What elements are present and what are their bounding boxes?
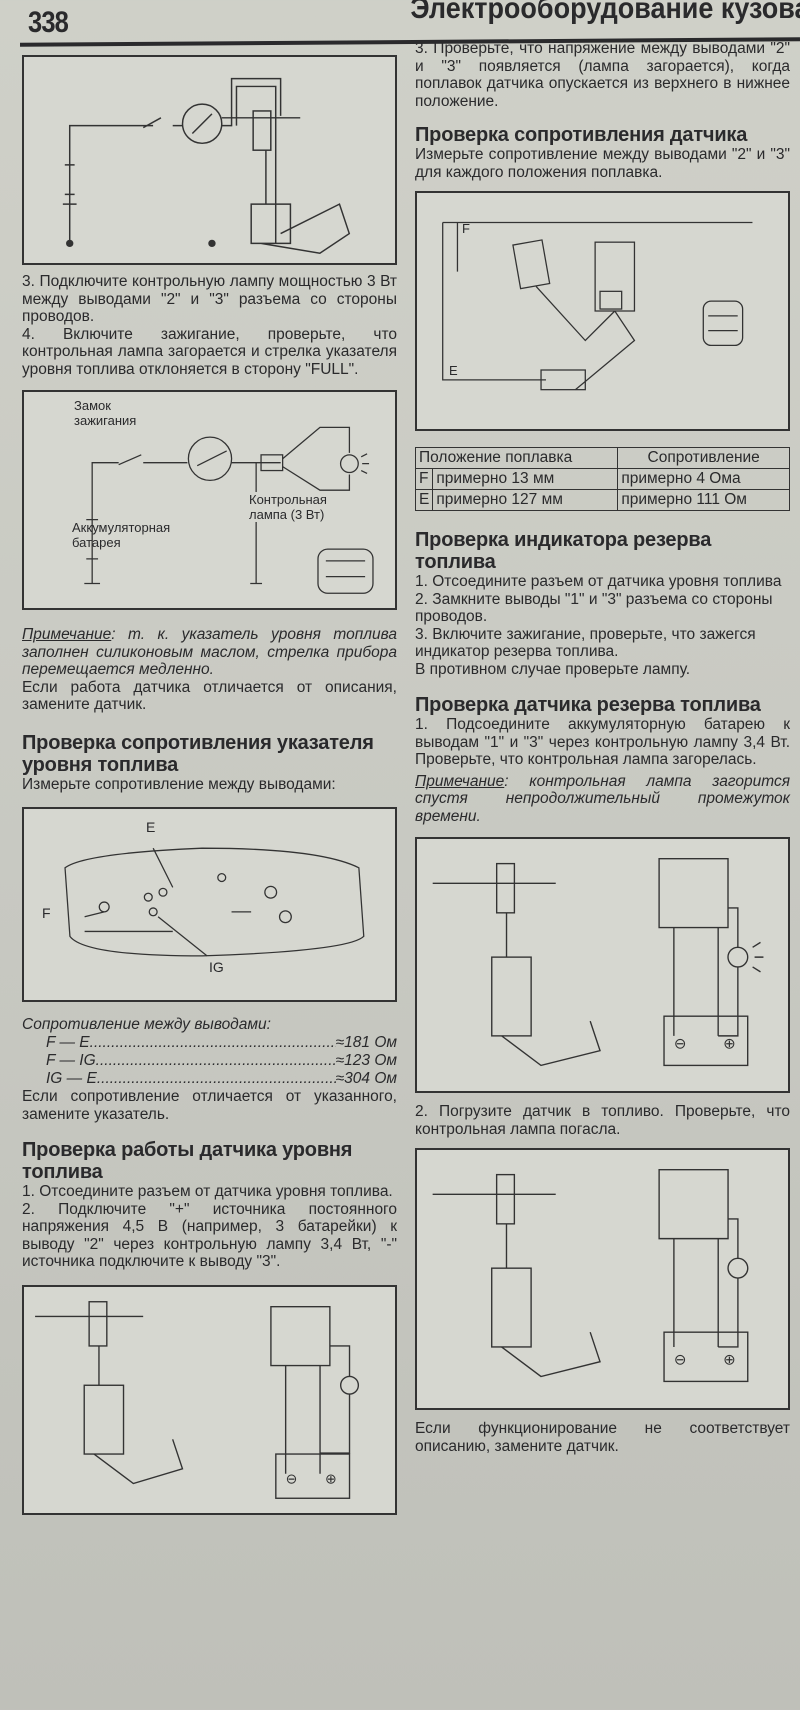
res-after-text: Если сопротивление отличается от указанн… bbox=[22, 1088, 397, 1123]
ind-step-3: 3. Включите зажигание, проверьте, что за… bbox=[415, 625, 756, 661]
ignition-lamp-diagram: Замок зажигания Аккумуляторная батарея К… bbox=[22, 390, 397, 610]
table-cell: примерно 13 мм bbox=[432, 468, 619, 490]
table-cell: примерно 127 мм bbox=[432, 489, 619, 511]
terminal-pair: F — E bbox=[46, 1034, 90, 1051]
step-4-text: 4. Включите зажигание, проверьте, что ко… bbox=[22, 325, 397, 378]
svg-text:⊖: ⊖ bbox=[286, 1471, 298, 1486]
heading-sensor-operation: Проверка работы датчика уровня топлива bbox=[22, 1139, 353, 1183]
resistance-value: ≈304 Ом bbox=[335, 1070, 397, 1087]
heading-reserve-indicator: Проверка индикатора резерва топлива bbox=[415, 529, 712, 573]
resistance-title: Сопротивление между выводами: bbox=[22, 1016, 271, 1033]
reserve-sensor-diagram-2: ⊖⊕ bbox=[415, 1148, 790, 1410]
note-label: Примечание bbox=[22, 626, 112, 643]
note-body: : контрольная лампа загорится спустя неп… bbox=[415, 772, 790, 825]
resistance-list: Сопротивление между выводами: F — E.....… bbox=[22, 1016, 397, 1088]
resistance-value: ≈181 Ом bbox=[335, 1034, 397, 1051]
svg-text:⊖: ⊖ bbox=[674, 1037, 686, 1053]
terminal-ig-label: IG bbox=[209, 959, 224, 975]
note-body: : т. к. указатель уровня топлива заполне… bbox=[22, 626, 397, 678]
res-step-2: 2. Погрузите датчик в топливо. Проверьте… bbox=[415, 1103, 790, 1138]
header-cell: Сопротивление bbox=[617, 447, 790, 469]
gauge-text: Измерьте сопротивление между выводами: bbox=[22, 775, 336, 793]
table-cell: E bbox=[414, 489, 434, 511]
note-after-text: Если работа датчика отличается от описан… bbox=[22, 678, 397, 714]
ind-step-1: 1. Отсоедините разъем от датчика уровня … bbox=[415, 573, 782, 590]
resistance-row: IG — E..................................… bbox=[46, 1070, 397, 1087]
sensor-circuit-diagram bbox=[22, 55, 397, 265]
final-text: Если функционирование не соответствует о… bbox=[415, 1420, 790, 1455]
battery-label: Аккумуляторная батарея bbox=[72, 520, 171, 550]
section-title: Электрооборудование кузова bbox=[410, 0, 800, 25]
terminal-f-label: F bbox=[42, 905, 51, 921]
float-position-diagram: F E bbox=[415, 191, 790, 431]
ignition-switch-label: Замок зажигания bbox=[74, 398, 137, 428]
note-label: Примечание bbox=[415, 772, 505, 790]
header-cell: Положение поплавка bbox=[414, 447, 619, 469]
terminal-pair: F — IG bbox=[46, 1052, 96, 1069]
ind-step-2: 2. Замкните выводы "1" и "3" разъема со … bbox=[415, 590, 773, 626]
right-note: Примечание: контрольная лампа загорится … bbox=[415, 773, 790, 826]
terminal-pair: IG — E bbox=[46, 1070, 97, 1087]
res-step-1: 1. Подсоедините аккумуляторную батарею к… bbox=[415, 716, 790, 768]
resist-text: Измерьте сопротивление между выводами "2… bbox=[415, 146, 790, 181]
instrument-cluster-diagram: E F IG bbox=[22, 807, 397, 1002]
svg-text:⊖: ⊖ bbox=[674, 1353, 686, 1369]
terminal-e-label: E bbox=[146, 819, 156, 835]
ind-step-4: В противном случае проверьте лампу. bbox=[415, 660, 691, 678]
sensor-battery-lamp-diagram-1: ⊖⊕ bbox=[22, 1284, 397, 1515]
op-step-1: 1. Отсоедините разъем от датчика уровня … bbox=[22, 1183, 393, 1200]
table-cell: примерно 4 Ома bbox=[617, 468, 790, 490]
float-f-label: F bbox=[462, 221, 470, 236]
heading-gauge-resistance: Проверка сопротивления указателя уровня … bbox=[22, 731, 374, 776]
resistance-row: F — IG..................................… bbox=[46, 1052, 397, 1069]
op-step-2: 2. Подключите "+" источника постоянного … bbox=[22, 1200, 397, 1271]
float-e-label: E bbox=[449, 363, 458, 378]
page-number: 338 bbox=[28, 6, 69, 39]
heading-reserve-sensor: Проверка датчика резерва топлива bbox=[415, 694, 761, 716]
lamp-label: Контрольная лампа (3 Вт) bbox=[249, 492, 359, 522]
svg-text:⊕: ⊕ bbox=[325, 1471, 337, 1486]
left-column: 3. Подключите контрольную лампу мощность… bbox=[22, 55, 397, 1515]
step-3-text: 3. Подключите контрольную лампу мощность… bbox=[22, 273, 397, 325]
resistance-row: F — E...................................… bbox=[46, 1034, 397, 1051]
right-step-3: 3. Проверьте, что напряжение между вывод… bbox=[415, 40, 790, 110]
reserve-sensor-diagram-1: ⊖⊕ bbox=[415, 837, 790, 1093]
note-text: Примечание: т. к. указатель уровня топли… bbox=[22, 626, 397, 679]
table-cell: F bbox=[414, 468, 434, 490]
right-column: 3. Проверьте, что напряжение между вывод… bbox=[414, 40, 790, 1455]
svg-text:⊕: ⊕ bbox=[723, 1353, 735, 1369]
heading-sensor-resistance: Проверка сопротивления датчика bbox=[415, 124, 748, 146]
table-cell: примерно 111 Ом bbox=[617, 489, 790, 511]
svg-text:⊕: ⊕ bbox=[723, 1037, 735, 1053]
resistance-value: ≈123 Ом bbox=[335, 1052, 397, 1069]
